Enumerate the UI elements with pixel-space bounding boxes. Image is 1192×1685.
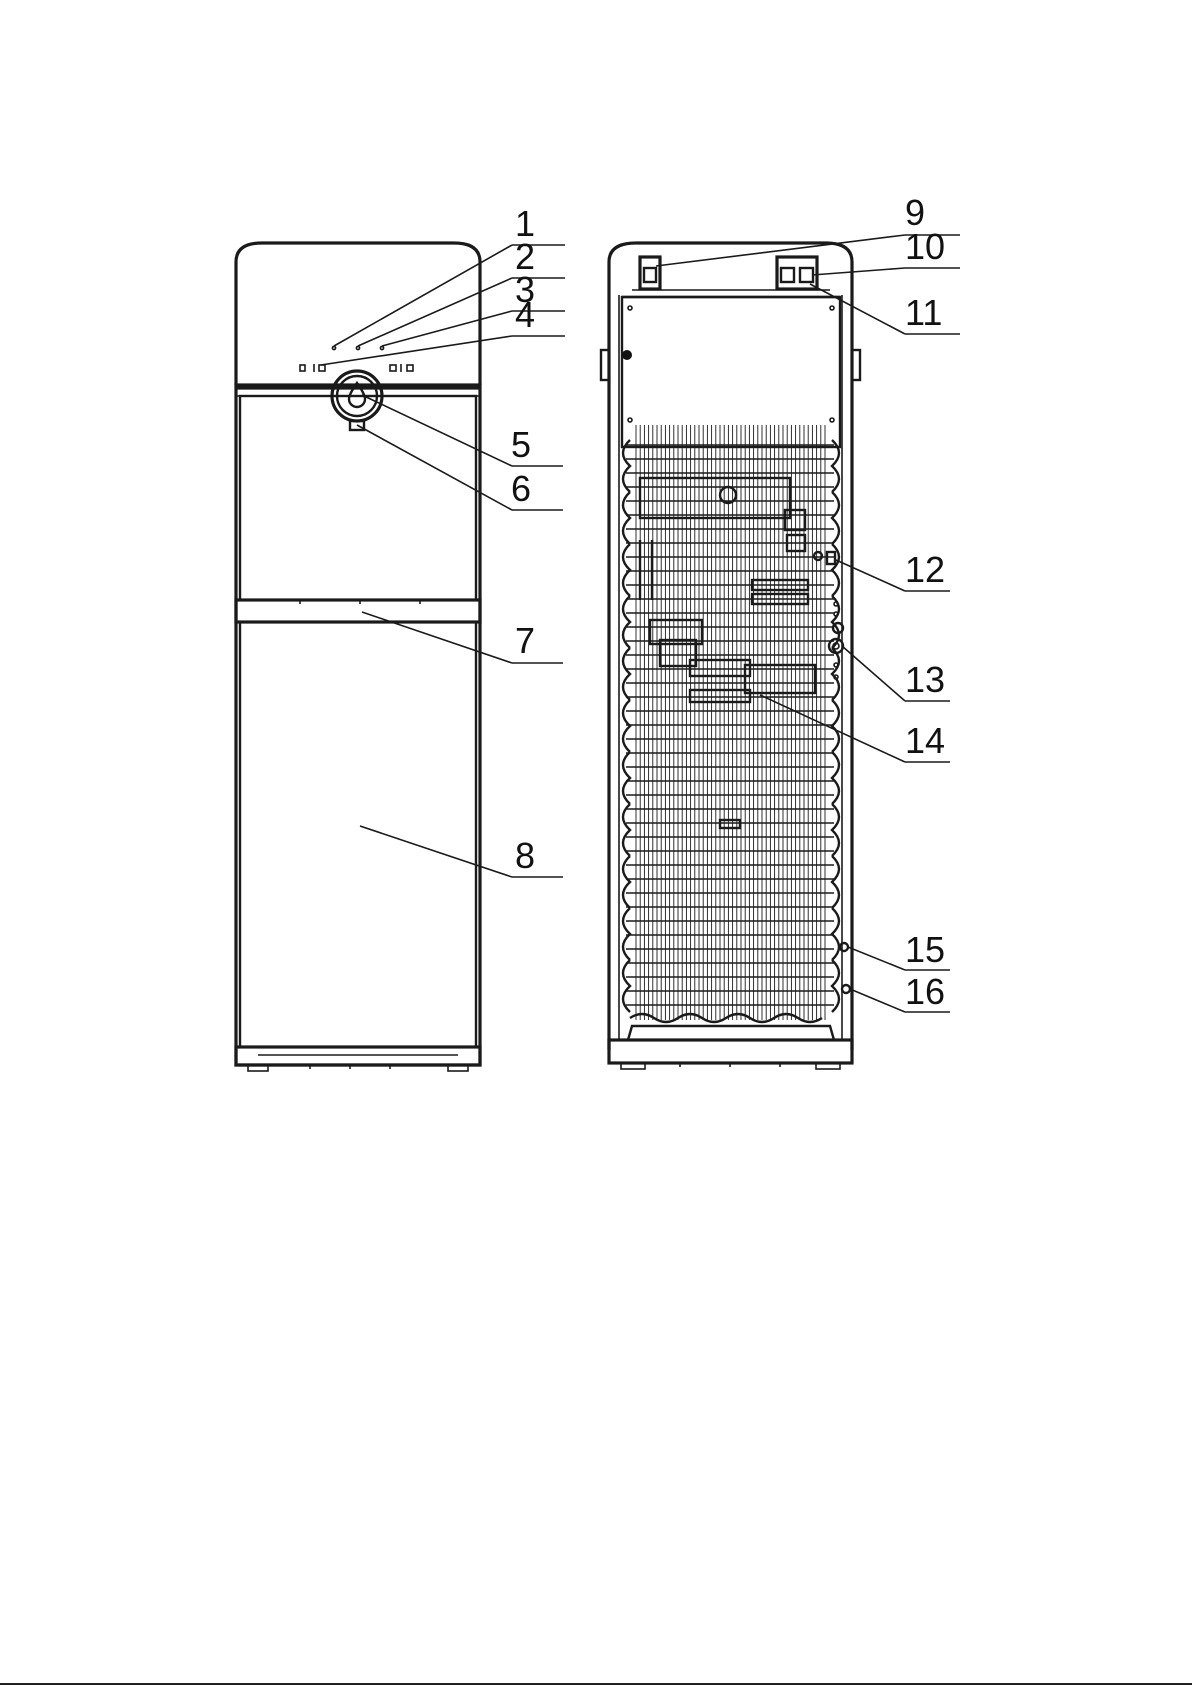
lower-cabinet-door <box>240 622 476 1047</box>
callout-leader-10 <box>812 268 905 275</box>
callout-leader-9 <box>656 235 905 266</box>
callout-leader-7 <box>362 612 512 663</box>
callout-number-16: 16 <box>905 971 945 1012</box>
front-top-cap <box>236 243 480 385</box>
rear-panel-screw <box>622 350 632 360</box>
callout-number-12: 12 <box>905 549 945 590</box>
condenser-coil <box>623 425 839 1022</box>
callout-number-10: 10 <box>905 226 945 267</box>
power-switch-11 <box>800 268 813 282</box>
callout-leader-5 <box>362 395 512 466</box>
callout-number-11: 11 <box>905 292 942 333</box>
indicator-light-2 <box>356 346 359 349</box>
indicator-light-1 <box>332 346 335 349</box>
callout-leader-16 <box>850 989 905 1012</box>
callout-leader-11 <box>810 284 905 334</box>
callout-number-14: 14 <box>905 720 945 761</box>
rear-upper-panel <box>622 297 840 447</box>
callout-leader-8 <box>360 826 512 877</box>
rear-view <box>601 243 860 1069</box>
callout-number-13: 13 <box>905 659 945 700</box>
rear-base <box>609 1040 852 1063</box>
callout-number-6: 6 <box>511 468 531 509</box>
callout-number-7: 7 <box>515 620 535 661</box>
front-view <box>236 243 480 1071</box>
connector-12 <box>827 552 835 564</box>
indicator-light-3 <box>380 346 383 349</box>
callout-number-15: 15 <box>905 929 945 970</box>
front-body-outline <box>236 385 480 1065</box>
drip-tray <box>236 600 480 622</box>
callout-number-4: 4 <box>515 294 535 335</box>
front-base <box>236 1047 480 1065</box>
power-switch-10 <box>781 268 794 282</box>
callout-leader-3 <box>382 311 512 346</box>
callout-leader-4 <box>321 336 512 365</box>
callout-leader-12 <box>836 560 905 591</box>
port-16 <box>842 985 850 993</box>
callout-number-5: 5 <box>511 424 531 465</box>
callout-number-8: 8 <box>515 835 535 876</box>
callout-leader-1 <box>334 245 512 346</box>
dispensing-recess <box>240 396 476 600</box>
callout-leader-15 <box>848 947 905 970</box>
callout-leader-6 <box>357 425 512 510</box>
